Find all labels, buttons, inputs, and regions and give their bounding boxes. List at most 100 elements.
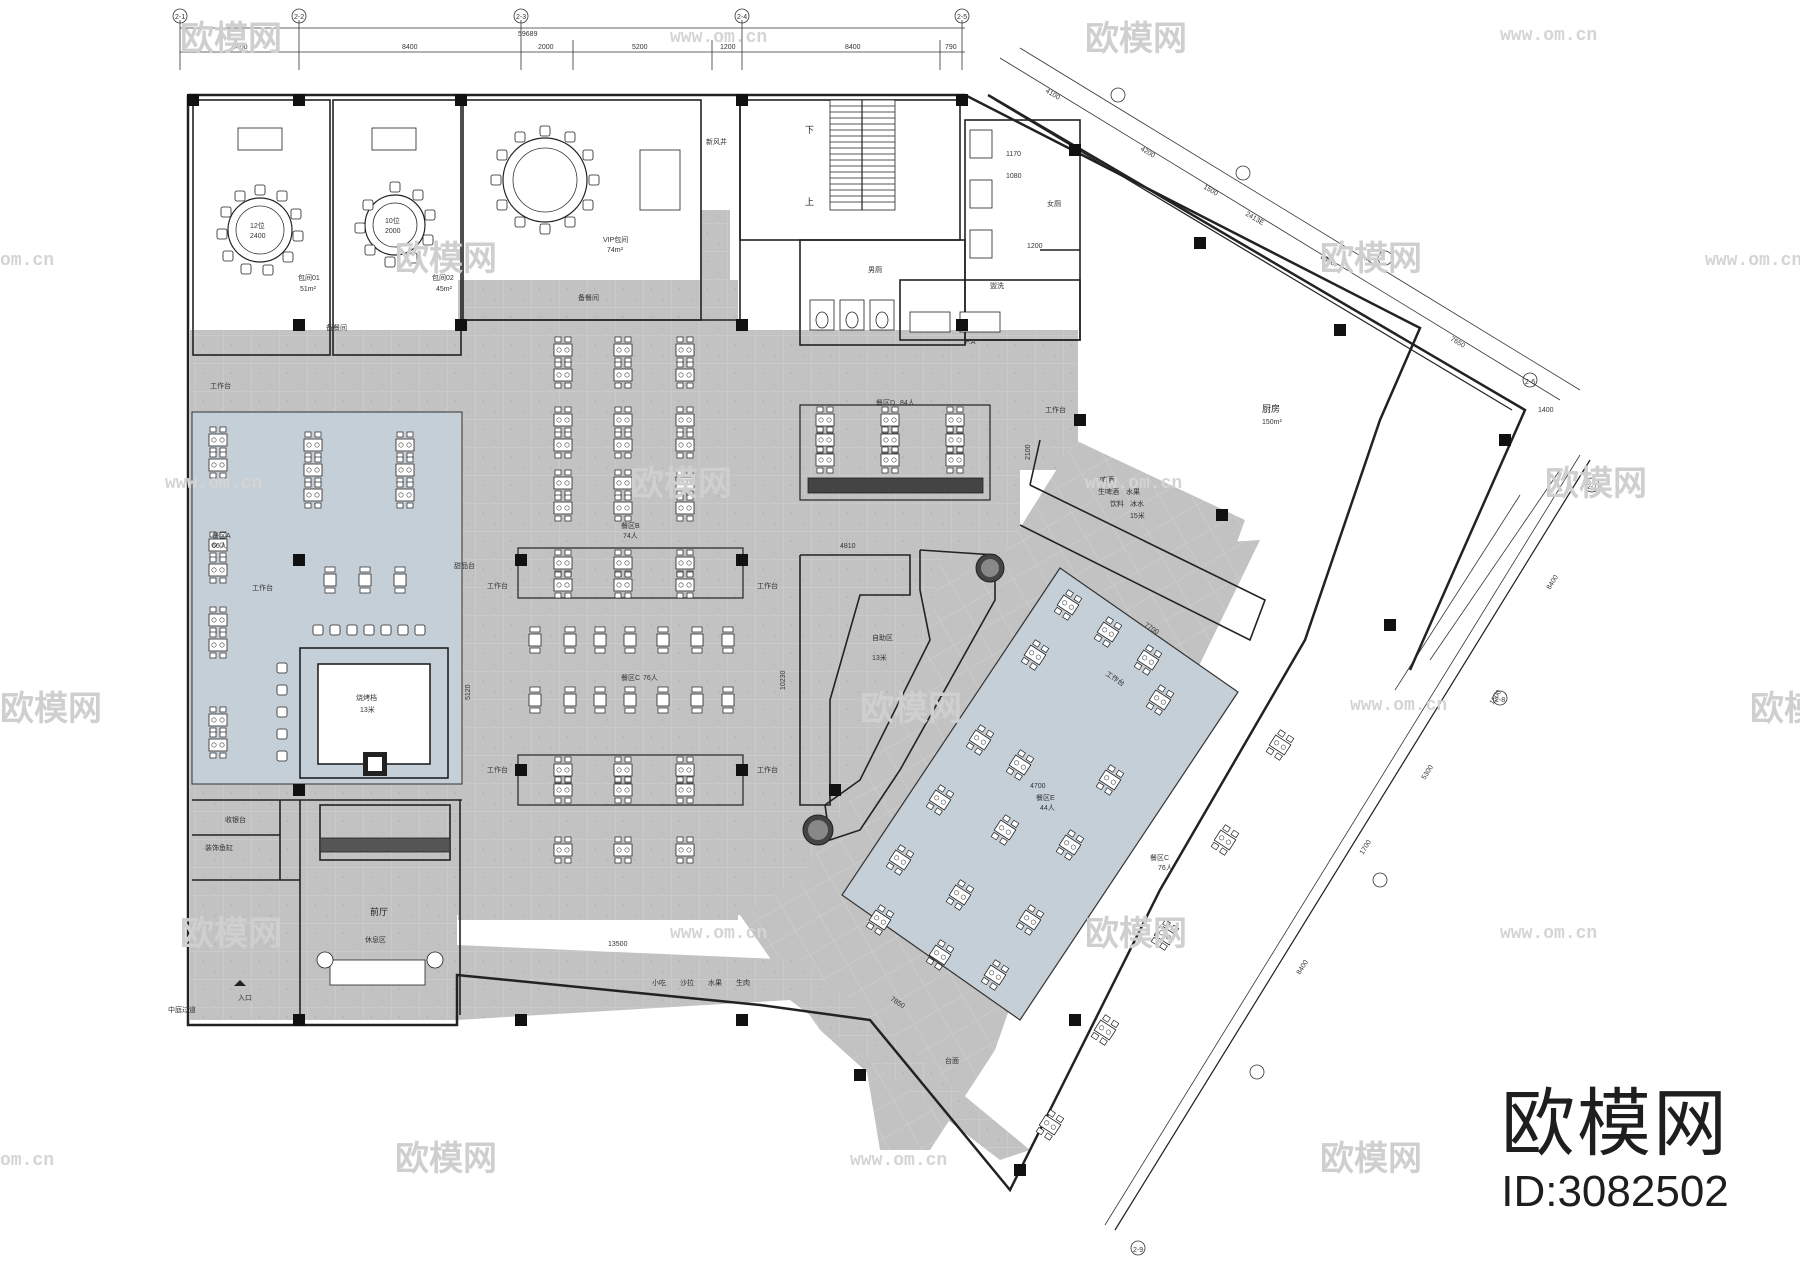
dining-area-labels: 餐区A 66人 餐区B 74人 餐区C 76人 餐区D 84人 餐区E 44人 …	[212, 398, 1173, 872]
wm-url-4: www.om.cn	[1705, 251, 1800, 271]
dim-seg-4: 5200	[632, 44, 648, 51]
wm-url-9: www.om.cn	[1500, 924, 1597, 944]
dining-e-title: 餐区E	[1036, 793, 1055, 802]
cashier-label: 收银台	[225, 815, 246, 824]
vip-room-labels: 12位 2400 包间01 51m² 10位 2000 包间02 45m² VI…	[250, 137, 727, 332]
wm-logo-6: 欧模网	[1545, 464, 1647, 504]
vip2-title: 包间02	[432, 273, 454, 282]
counter-label: 台面	[945, 1056, 959, 1065]
dim-total: 59689	[518, 31, 538, 38]
workbench-6: 工作台	[757, 765, 778, 774]
dim-bottom: 13500	[608, 941, 628, 948]
wm-logo-7: 欧模网	[0, 689, 102, 729]
axis-tag-9: 2-9	[1133, 1247, 1143, 1254]
buffet-dim: 4700	[1030, 783, 1046, 790]
vip1-dim: 2400	[250, 233, 266, 240]
dining-c-title: 餐区C	[621, 673, 640, 682]
wm-logo-8: 欧模网	[860, 689, 962, 729]
axis-tag-1: 2-1	[175, 14, 185, 21]
dim-seg-6: 8400	[845, 44, 861, 51]
dim-kitchen-1: 1400	[1538, 407, 1554, 414]
wm-url-7: www.om.cn	[1350, 696, 1447, 716]
axis-tag-8: 2-8	[1495, 697, 1505, 704]
rest-area-label: 休息区	[365, 935, 386, 944]
dim-r-1: 4100	[1044, 88, 1061, 102]
hall-label: 前厅	[370, 906, 388, 917]
deco-tank	[316, 752, 451, 986]
outer-walls	[186, 93, 1591, 1231]
dim-center-h: 10230	[780, 670, 787, 690]
wm-url-11: www.om.cn	[850, 1151, 947, 1171]
dim-seg-2: 8400	[402, 44, 418, 51]
round-planters	[802, 553, 1005, 846]
dim-toilet-1: 1170	[1006, 151, 1021, 158]
drinks-l1: 啤酒	[1100, 475, 1114, 484]
washroom-label: 盥洗	[990, 281, 1004, 290]
entry-label: 入口	[238, 994, 252, 1002]
wm-logo-10: 欧模网	[180, 914, 282, 954]
drinks-l4: 饮料	[1110, 499, 1124, 508]
grill-len: 13米	[360, 705, 375, 714]
dim-seg-5: 1200	[720, 44, 736, 51]
vip2-seats: 10位	[385, 216, 400, 225]
dim-seg-1: 8400	[232, 44, 248, 51]
dim-r-2: 4200	[1139, 146, 1156, 160]
vip2-area: 45m²	[436, 286, 453, 293]
wm-logo-13: 欧模网	[1320, 1139, 1422, 1179]
dim-r-3: 1500	[1202, 184, 1219, 198]
wm-url-8: www.om.cn	[670, 924, 767, 944]
dim-rb-3: 5300	[1421, 764, 1435, 781]
toilet-women: 女厕	[1047, 199, 1061, 208]
toilet-fixtures	[809, 129, 1001, 333]
brand-name: 欧模网	[1501, 1081, 1729, 1167]
dim-toilet-2: 1080	[1006, 173, 1022, 180]
stairs-up-label: 上	[805, 197, 814, 207]
dining-a-title: 餐区A	[212, 531, 231, 540]
vip2-dim: 2000	[385, 228, 401, 235]
dim-seg-3: 2000	[538, 44, 554, 51]
salad-label: 沙拉	[680, 978, 694, 987]
axis-tag-2: 2-2	[294, 14, 304, 21]
drinks-l6: 冰水	[1130, 499, 1144, 508]
dim-rb-5: 8400	[1296, 959, 1310, 976]
buffet-len: 13米	[872, 653, 887, 662]
dim-grill-h: 5120	[465, 684, 472, 700]
dining-a-pax: 66人	[212, 542, 227, 550]
watermarks: 欧模网 欧模网 www.om.cn www.om.cn 欧模网 欧模网 om.c…	[0, 19, 1800, 1179]
kitchen-title: 厨房	[1262, 403, 1280, 414]
kitchen-area: 厨房 150m² 1400	[1262, 403, 1554, 426]
workbench-7: 工作台	[1045, 405, 1066, 414]
dining-e-pax: 44人	[1040, 804, 1055, 812]
axis-tag-3: 2-3	[516, 14, 526, 21]
prep-room-label: 备餐间	[578, 293, 599, 302]
wm-url-6: www.om.cn	[1085, 474, 1182, 494]
vip1-seats: 12位	[250, 221, 265, 230]
axis-tag-6: 2-6	[1525, 379, 1535, 386]
shaft-label: 新风井	[706, 137, 727, 146]
wm-logo-5: 欧模网	[630, 464, 732, 504]
wm-url-10: om.cn	[0, 1151, 54, 1171]
corridor-label: 中庭过道	[168, 1005, 196, 1014]
dim-rb-4: 1700	[1359, 839, 1373, 856]
dining-d-title: 餐区D	[876, 398, 895, 407]
dining-f-pax: 76人	[1158, 864, 1173, 872]
dim-toilet-3: 1200	[1027, 243, 1043, 250]
meat-label: 生肉	[736, 978, 750, 987]
top-dimension-lines	[172, 8, 970, 70]
wm-logo-2: 欧模网	[1085, 19, 1187, 59]
wm-logo-11: 欧模网	[1085, 914, 1187, 954]
axis-tag-5: 2-5	[957, 14, 967, 21]
vip3-area: 74m²	[607, 247, 624, 254]
vip-round-tables	[216, 125, 681, 276]
wm-logo-9: 欧模网	[1750, 689, 1800, 729]
workbench-2: 工作台	[252, 583, 273, 592]
interior-walls	[192, 99, 1267, 1015]
grill-title: 烧烤档	[356, 693, 377, 702]
dim-seg-7: 790	[945, 44, 957, 51]
dessert-label: 甜品台	[454, 561, 475, 570]
kitchen-area-size: 150m²	[1262, 419, 1283, 426]
workbench-3: 工作台	[487, 581, 508, 590]
dining-d-pax: 84人	[900, 399, 915, 407]
vip1-area: 51m²	[300, 286, 317, 293]
